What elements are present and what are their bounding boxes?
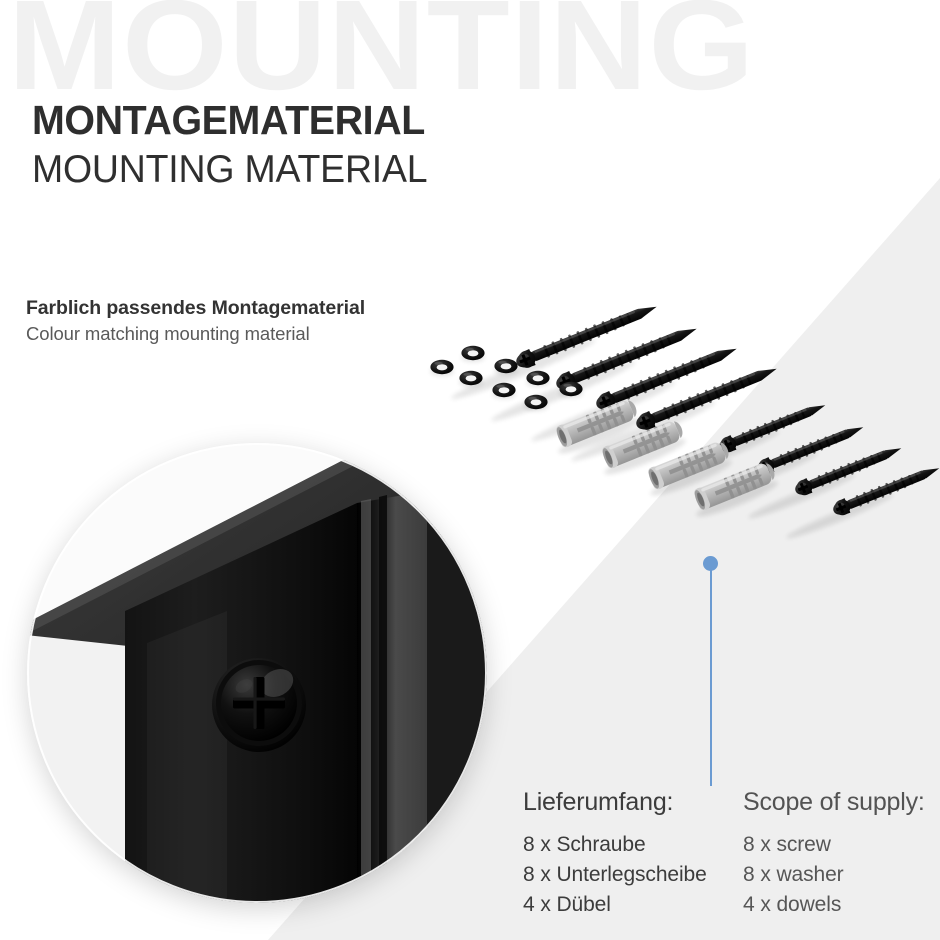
- feature-caption-en: Colour matching mounting material: [26, 322, 310, 344]
- callout-pointer: [703, 556, 719, 788]
- supply-heading-en: Scope of supply:: [743, 788, 925, 816]
- supply-column-en: Scope of supply: 8 x screw 8 x washer 4 …: [743, 790, 940, 920]
- callout-dot-icon: [703, 556, 718, 571]
- detail-inset-illustration: [27, 443, 487, 903]
- supply-heading-de: Lieferumfang:: [523, 788, 674, 816]
- supply-item-en-washer: 8 x washer: [743, 863, 844, 887]
- feature-caption: Farblich passendes Montagematerial Colou…: [26, 296, 365, 347]
- supply-item-en-dowel: 4 x dowels: [743, 893, 842, 917]
- callout-line: [709, 568, 712, 786]
- supply-item-de-dowel: 4 x Dübel: [523, 893, 611, 917]
- page-title-en: MOUNTING MATERIAL: [32, 148, 428, 191]
- supply-column-de: Lieferumfang: 8 x Schraube 8 x Unterlegs…: [523, 790, 743, 920]
- hardware-illustration: [420, 250, 940, 550]
- supply-item-de-screw: 8 x Schraube: [523, 833, 646, 856]
- scope-of-supply: Lieferumfang: 8 x Schraube 8 x Unterlegs…: [523, 790, 940, 920]
- supply-item-en-screw: 8 x screw: [743, 833, 831, 856]
- hardware-photo: [420, 250, 940, 550]
- detail-inset-photo: [27, 443, 487, 903]
- page-title-de: MONTAGEMATERIAL: [32, 97, 425, 143]
- supply-item-de-washer: 8 x Unterlegscheibe: [523, 863, 707, 887]
- feature-caption-de: Farblich passendes Montagematerial: [26, 297, 366, 319]
